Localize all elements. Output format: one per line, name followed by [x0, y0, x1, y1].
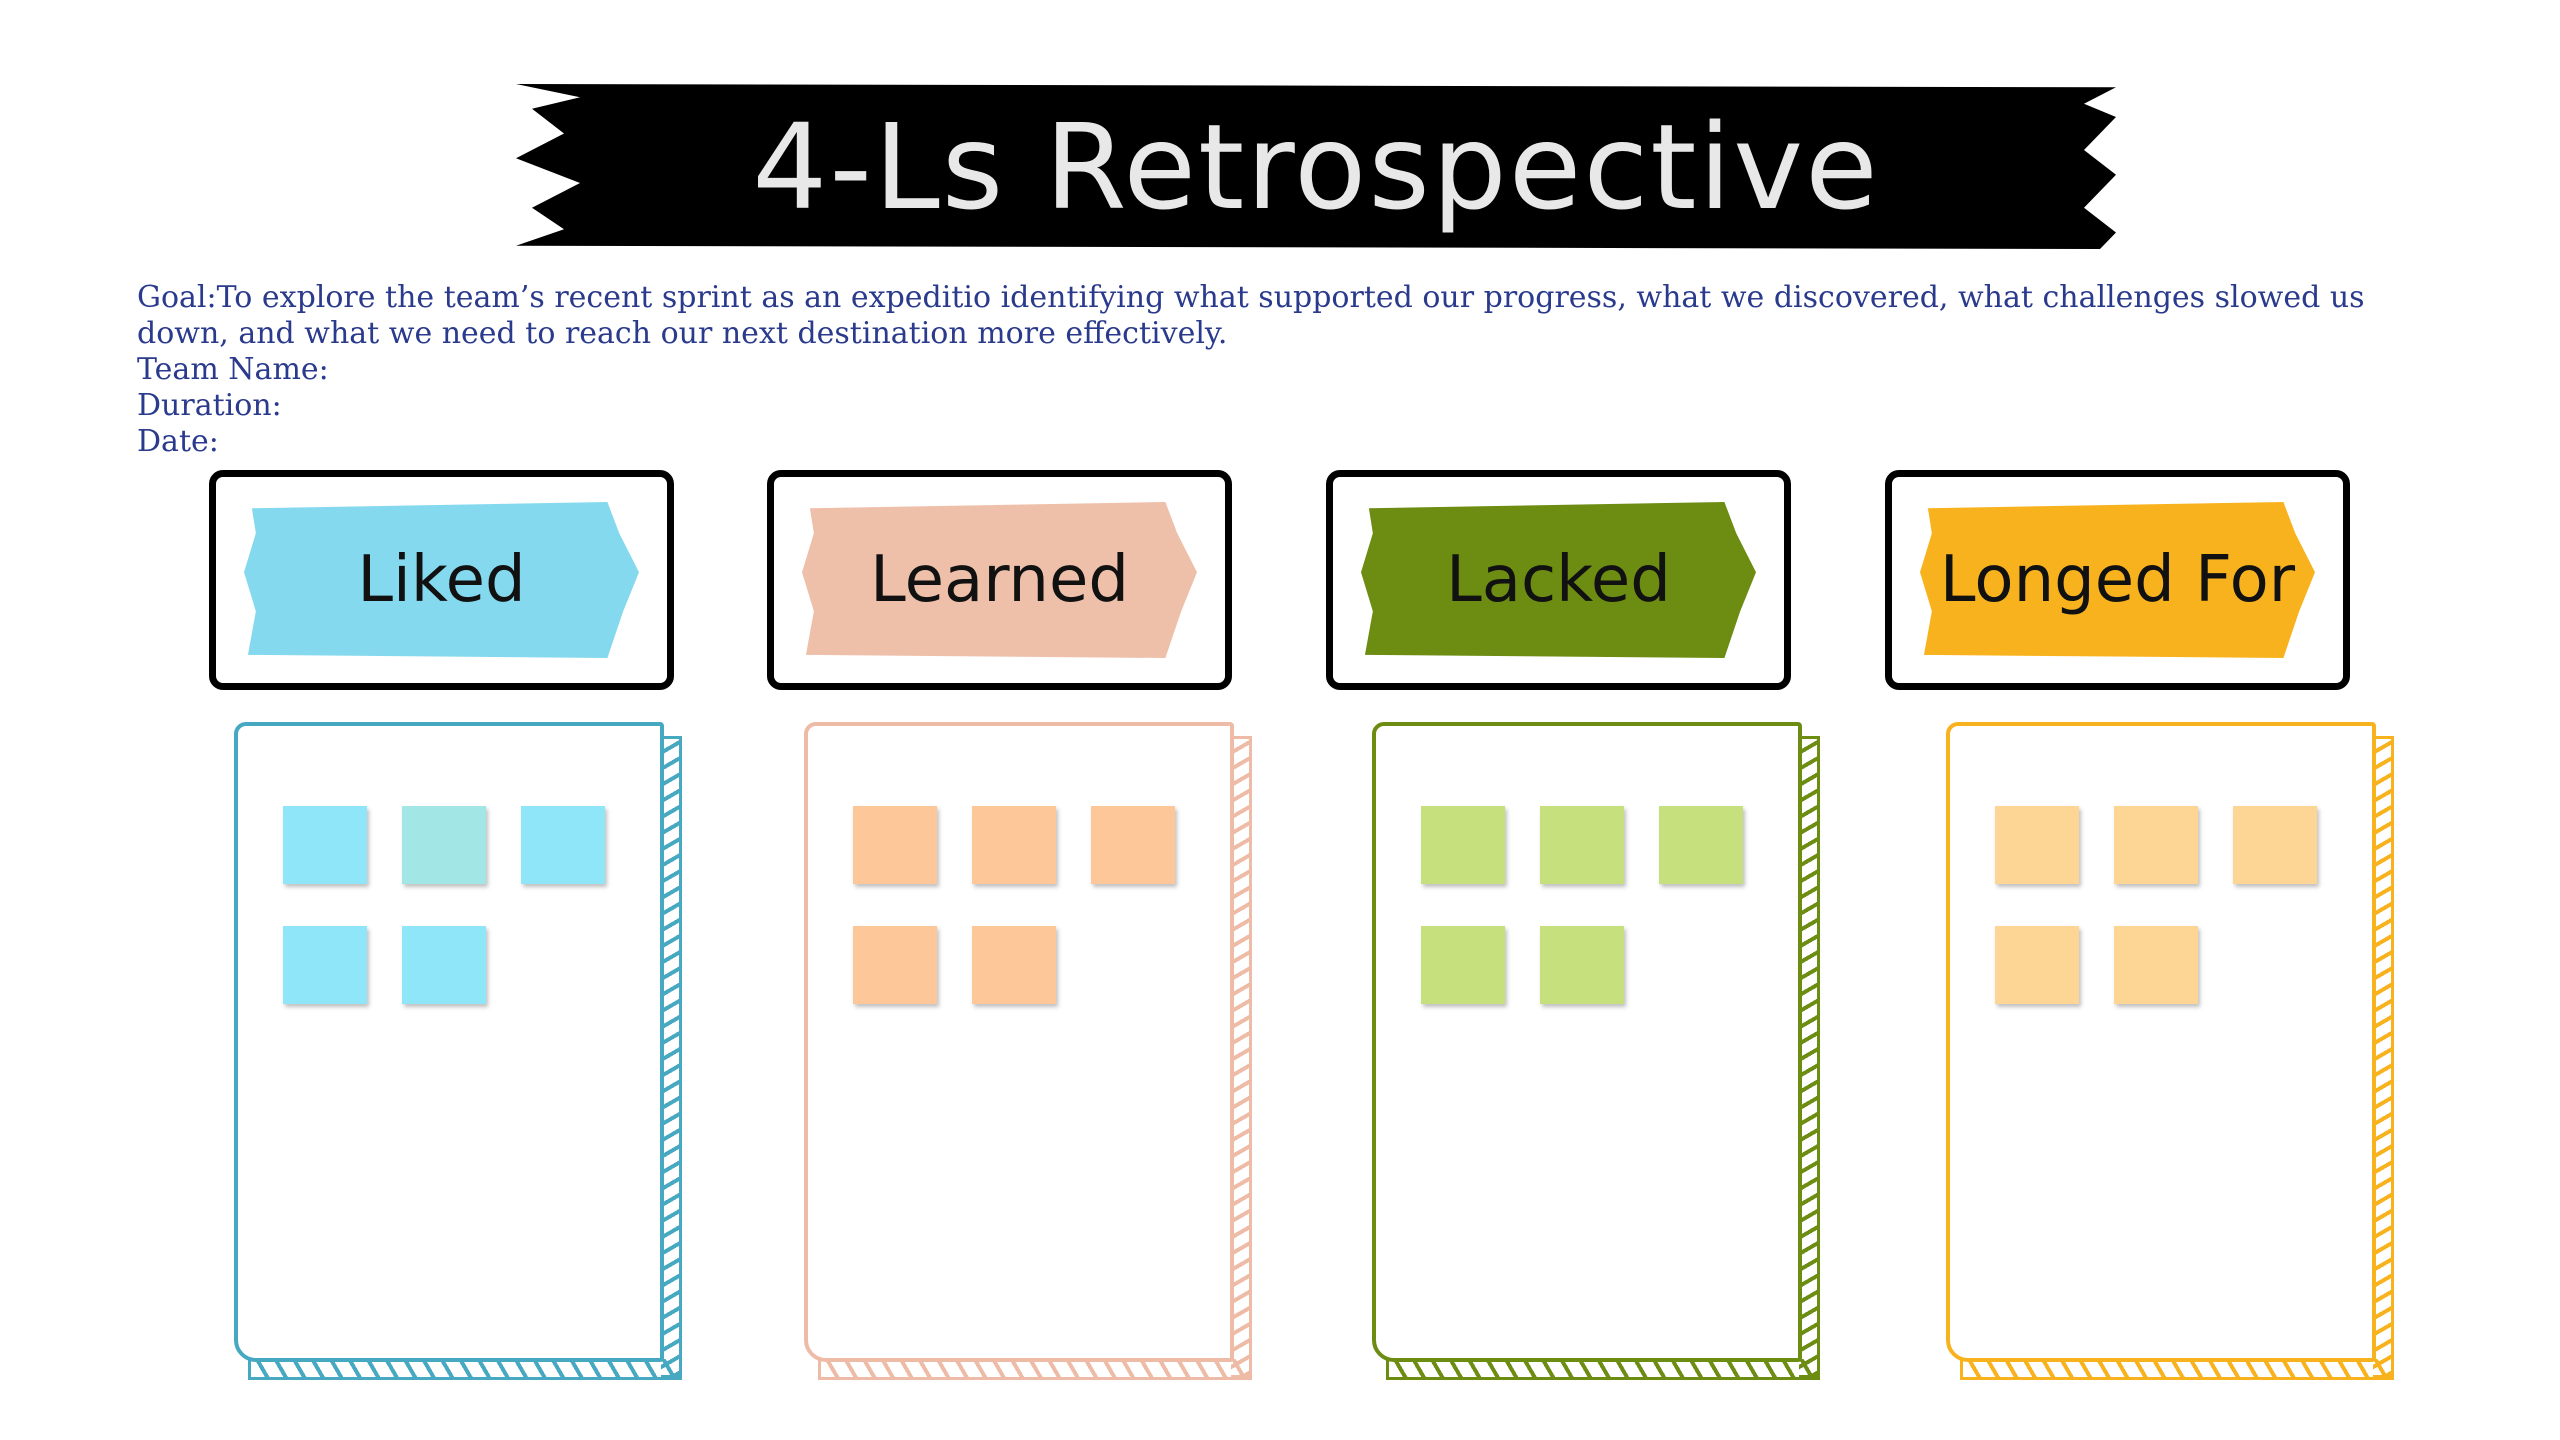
board-liked[interactable] — [234, 722, 682, 1380]
column-label: Liked — [357, 543, 526, 617]
sticky-note[interactable] — [1540, 926, 1624, 1004]
column-header-liked: Liked — [209, 470, 674, 690]
sticky-note[interactable] — [2114, 806, 2198, 884]
team-name-label: Team Name: — [137, 352, 329, 387]
sticky-note[interactable] — [1540, 806, 1624, 884]
sticky-note[interactable] — [1659, 806, 1743, 884]
sticky-note[interactable] — [2233, 806, 2317, 884]
paint-stroke: Lacked — [1361, 502, 1756, 658]
duration-label: Duration: — [137, 388, 282, 423]
sticky-note[interactable] — [283, 926, 367, 1004]
board-longed-for[interactable] — [1946, 722, 2394, 1380]
sticky-note[interactable] — [972, 806, 1056, 884]
board-learned[interactable] — [804, 722, 1252, 1380]
date-label: Date: — [137, 424, 219, 459]
paint-stroke: Longed For — [1920, 502, 2315, 658]
board-side-hatch — [2373, 736, 2394, 1378]
sticky-note[interactable] — [853, 926, 937, 1004]
column-label: Lacked — [1446, 543, 1671, 617]
sticky-note[interactable] — [1995, 806, 2079, 884]
title-banner — [516, 84, 2116, 249]
retro-info: Goal:To explore the team’s recent sprint… — [137, 280, 2437, 460]
column-header-longed-for: Longed For — [1885, 470, 2350, 690]
sticky-note[interactable] — [2114, 926, 2198, 1004]
board-bottom-hatch — [818, 1359, 1252, 1380]
paint-stroke: Learned — [802, 502, 1197, 658]
column-label: Longed For — [1939, 543, 2296, 617]
board-side-hatch — [1799, 736, 1820, 1378]
column-label: Learned — [870, 543, 1129, 617]
sticky-note[interactable] — [521, 806, 605, 884]
sticky-note[interactable] — [1421, 806, 1505, 884]
sticky-note[interactable] — [402, 926, 486, 1004]
board-lacked[interactable] — [1372, 722, 1820, 1380]
sticky-note[interactable] — [853, 806, 937, 884]
paint-stroke: Liked — [244, 502, 639, 658]
column-header-learned: Learned — [767, 470, 1232, 690]
page-title: 4-Ls Retrospective — [752, 97, 1880, 236]
column-header-lacked: Lacked — [1326, 470, 1791, 690]
sticky-note[interactable] — [972, 926, 1056, 1004]
sticky-note[interactable] — [1091, 806, 1175, 884]
board-side-hatch — [661, 736, 682, 1378]
board-side-hatch — [1231, 736, 1252, 1378]
sticky-note[interactable] — [402, 806, 486, 884]
sticky-note[interactable] — [1995, 926, 2079, 1004]
sticky-note[interactable] — [283, 806, 367, 884]
goal-text: Goal:To explore the team’s recent sprint… — [137, 280, 2375, 351]
sticky-note[interactable] — [1421, 926, 1505, 1004]
board-bottom-hatch — [248, 1359, 682, 1380]
board-bottom-hatch — [1386, 1359, 1820, 1380]
board-bottom-hatch — [1960, 1359, 2394, 1380]
